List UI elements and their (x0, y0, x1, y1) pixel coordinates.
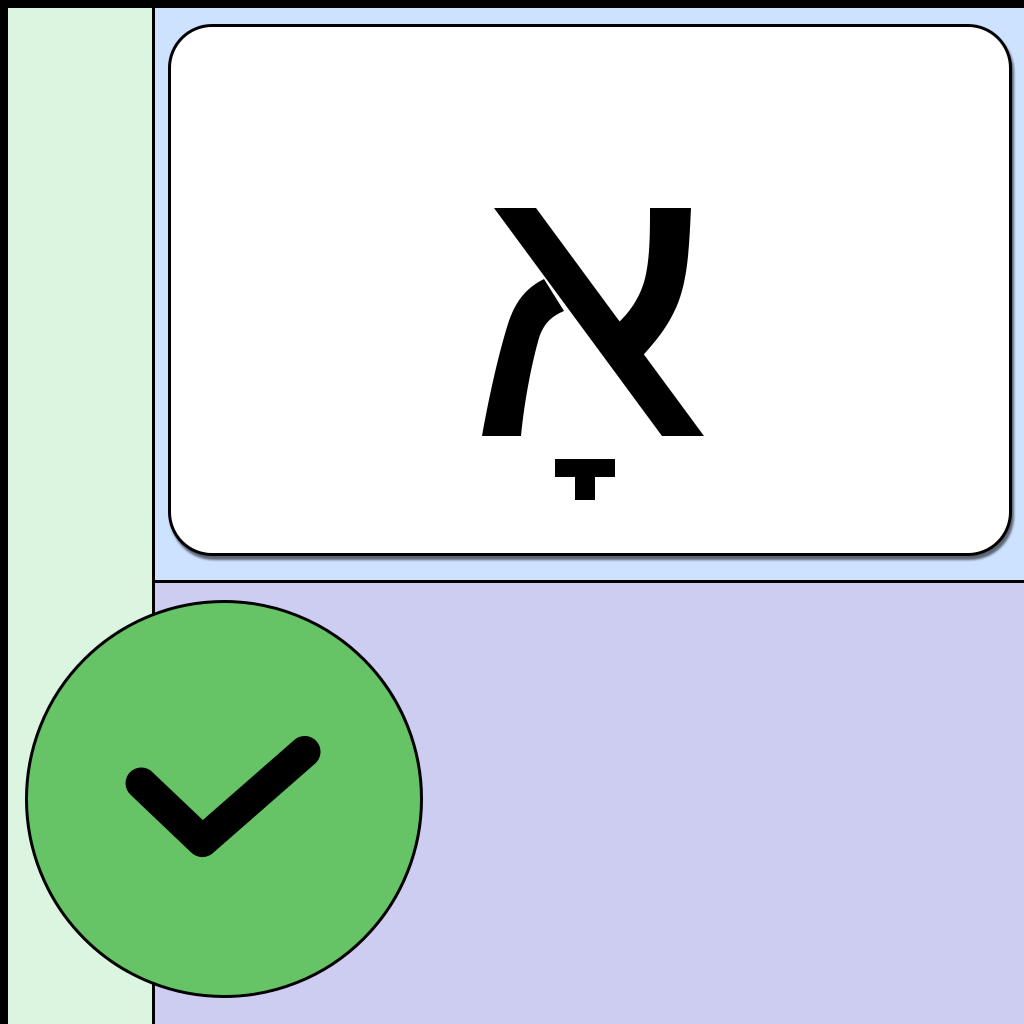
alef-left-leg (482, 279, 564, 436)
qamats-stem (575, 477, 595, 500)
qamats-bar (555, 459, 615, 477)
confirm-button[interactable] (25, 600, 423, 998)
check-icon (125, 735, 321, 858)
alef-right-arm (617, 208, 691, 360)
hebrew-letter-glyph (482, 208, 704, 500)
alef-diagonal-stroke (494, 208, 704, 436)
